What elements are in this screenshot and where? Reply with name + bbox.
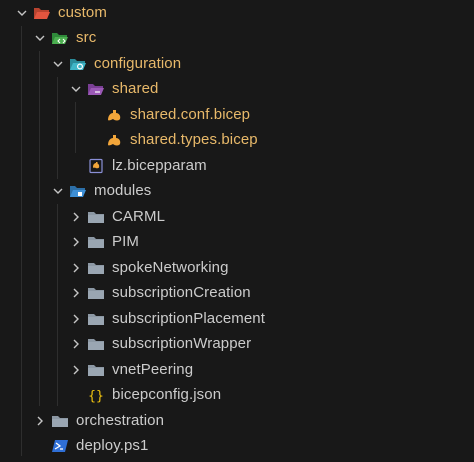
tree-item-shared[interactable]: shared	[0, 77, 474, 103]
chevron-right-icon[interactable]	[68, 209, 84, 225]
tree-item-carml[interactable]: CARML	[0, 204, 474, 230]
tree-item-shared-conf-bicep[interactable]: shared.conf.bicep	[0, 102, 474, 128]
folder-open-icon	[32, 4, 52, 22]
indent-guide	[57, 204, 58, 406]
tree-item-orchestration[interactable]: orchestration	[0, 408, 474, 434]
tree-item-bicepconfig-json[interactable]: {} bicepconfig.json	[0, 383, 474, 409]
folder-icon	[50, 412, 70, 430]
tree-item-subscriptionwrapper[interactable]: subscriptionWrapper	[0, 332, 474, 358]
indent-guide	[75, 102, 76, 153]
tree-item-label: CARML	[112, 207, 166, 225]
tree-item-shared-types-bicep[interactable]: shared.types.bicep	[0, 128, 474, 154]
tree-item-label: lz.bicepparam	[112, 156, 207, 174]
tree-item-subscriptionplacement[interactable]: subscriptionPlacement	[0, 306, 474, 332]
bicep-file-icon	[104, 106, 124, 124]
folder-icon	[86, 233, 106, 251]
folder-icon	[86, 208, 106, 226]
tree-item-label: subscriptionCreation	[112, 284, 251, 302]
folder-src-icon	[50, 29, 70, 47]
folder-icon	[86, 284, 106, 302]
json-file-icon: {}	[86, 386, 106, 404]
folder-icon	[86, 361, 106, 379]
folder-config-icon	[68, 55, 88, 73]
chevron-right-icon[interactable]	[32, 413, 48, 429]
tree-item-label: spokeNetworking	[112, 258, 229, 276]
tree-item-label: PIM	[112, 233, 139, 251]
bicep-file-icon	[104, 131, 124, 149]
indent-guide	[39, 51, 40, 406]
tree-item-label: src	[76, 29, 97, 47]
folder-icon	[86, 335, 106, 353]
tree-item-deploy-ps1[interactable]: deploy.ps1	[0, 434, 474, 460]
tree-item-label: vnetPeering	[112, 360, 194, 378]
chevron-down-icon[interactable]	[14, 5, 30, 21]
chevron-right-icon[interactable]	[68, 260, 84, 276]
tree-item-label: bicepconfig.json	[112, 386, 222, 404]
tree-item-vnetpeering[interactable]: vnetPeering	[0, 357, 474, 383]
indent-guide	[21, 26, 22, 456]
chevron-right-icon[interactable]	[68, 336, 84, 352]
tree-item-label: shared.types.bicep	[130, 131, 258, 149]
chevron-down-icon[interactable]	[68, 81, 84, 97]
chevron-down-icon[interactable]	[32, 30, 48, 46]
tree-item-src[interactable]: src	[0, 26, 474, 52]
chevron-right-icon[interactable]	[68, 285, 84, 301]
bicepparam-file-icon	[86, 157, 106, 175]
folder-icon	[86, 259, 106, 277]
tree-item-label: deploy.ps1	[76, 437, 149, 455]
tree-item-spokenetworking[interactable]: spokeNetworking	[0, 255, 474, 281]
tree-item-label: shared.conf.bicep	[130, 105, 251, 123]
folder-modules-icon	[68, 182, 88, 200]
chevron-right-icon[interactable]	[68, 234, 84, 250]
folder-shared-icon	[86, 80, 106, 98]
chevron-right-icon[interactable]	[68, 362, 84, 378]
tree-item-configuration[interactable]: configuration	[0, 51, 474, 77]
svg-text:{}: {}	[88, 389, 104, 403]
chevron-down-icon[interactable]	[50, 56, 66, 72]
chevron-down-icon[interactable]	[50, 183, 66, 199]
chevron-right-icon[interactable]	[68, 311, 84, 327]
tree-item-modules[interactable]: modules	[0, 179, 474, 205]
folder-icon	[86, 310, 106, 328]
tree-item-label: orchestration	[76, 411, 165, 429]
indent-guide	[57, 77, 58, 179]
tree-item-label: modules	[94, 182, 152, 200]
tree-item-label: configuration	[94, 54, 182, 72]
tree-item-custom[interactable]: custom	[0, 0, 474, 26]
powershell-file-icon	[50, 437, 70, 455]
tree-item-label: custom	[58, 3, 107, 21]
tree-item-label: shared	[112, 80, 159, 98]
tree-item-lz-bicepparam[interactable]: lz.bicepparam	[0, 153, 474, 179]
tree-item-label: subscriptionWrapper	[112, 335, 252, 353]
tree-item-pim[interactable]: PIM	[0, 230, 474, 256]
tree-item-label: subscriptionPlacement	[112, 309, 266, 327]
tree-item-subscriptioncreation[interactable]: subscriptionCreation	[0, 281, 474, 307]
